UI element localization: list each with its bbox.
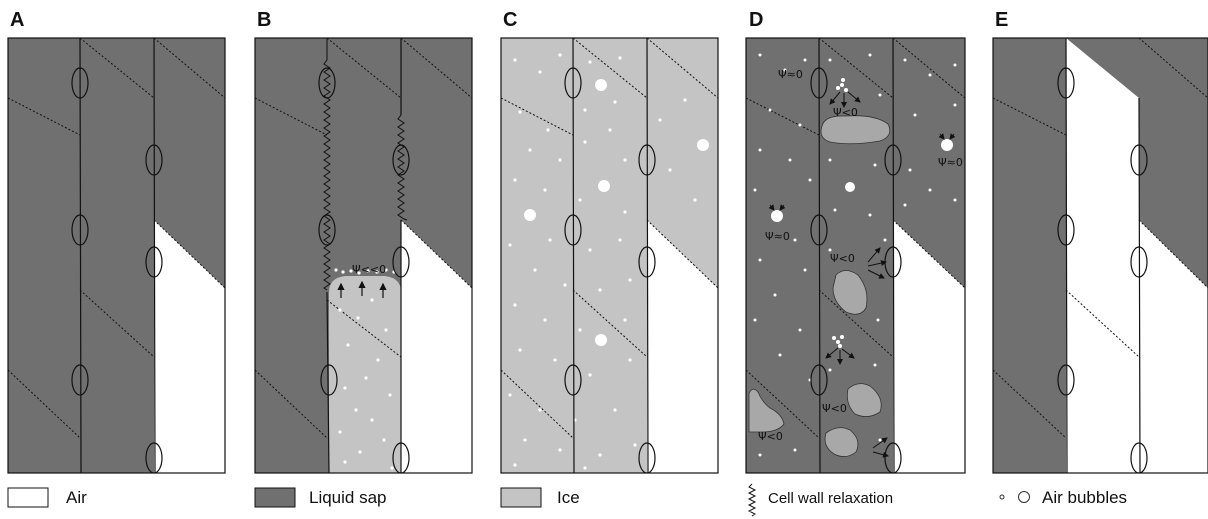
cell-walls	[818, 37, 895, 474]
pit-membrane-lines	[501, 38, 718, 439]
legend-item-bubbles: Air bubbles	[999, 488, 1127, 507]
air-region	[647, 220, 718, 473]
panel-label-c: C	[503, 9, 517, 31]
panel-label-a: A	[10, 9, 24, 31]
pressure-arrows	[768, 91, 956, 458]
panel-label-b: B	[257, 9, 271, 31]
cell-wall-relaxation-right	[397, 114, 408, 221]
air-sap-interface	[646, 219, 718, 289]
ice-swatch	[500, 487, 542, 508]
panel-label-d: D	[749, 9, 763, 31]
air-region	[401, 220, 472, 473]
panel-a: A	[7, 9, 226, 474]
pits	[318, 67, 410, 474]
panel-e: E	[992, 9, 1208, 474]
air-sap-interface	[892, 219, 965, 289]
pressure-label-bottom-left: Ψ<0	[758, 430, 783, 443]
legend-label-relax: Cell wall relaxation	[768, 490, 893, 507]
pressure-label-left: Ψ≈0	[765, 230, 790, 243]
air-swatch	[7, 487, 49, 508]
legend: Air Liquid sap Ice Cell wall relaxation …	[7, 483, 1127, 517]
air-sap-interface	[153, 219, 225, 289]
legend-item-sap: Liquid sap	[254, 487, 387, 508]
air-sap-interface	[400, 219, 472, 289]
pits	[564, 67, 656, 474]
ice-remnants	[748, 115, 891, 457]
pit-membrane-lines	[255, 38, 472, 439]
cell-walls	[572, 37, 649, 474]
legend-label-bubbles: Air bubbles	[1042, 488, 1127, 507]
vessel-outline	[992, 37, 1208, 474]
panel-b: B Ψ<<0	[254, 9, 473, 474]
legend-item-relax: Cell wall relaxation	[747, 483, 893, 517]
air-bubbles	[508, 53, 709, 470]
air-bubbles	[753, 53, 957, 457]
pit-membrane-lines	[993, 38, 1208, 439]
legend-item-air: Air	[7, 487, 87, 508]
legend-label-ice: Ice	[557, 488, 580, 507]
pressure-label-top-center: Ψ<0	[833, 106, 858, 119]
air-region	[154, 220, 225, 473]
legend-item-ice: Ice	[500, 487, 580, 508]
legend-label-sap: Liquid sap	[309, 488, 387, 507]
ice-growth-arrows	[337, 280, 387, 298]
pressure-label-lower: Ψ<0	[822, 402, 847, 415]
pits	[810, 67, 902, 474]
zigzag-icon	[747, 483, 757, 517]
pits	[1057, 67, 1148, 474]
vessel-outline	[254, 37, 473, 474]
pressure-label-mid: Ψ<0	[830, 252, 855, 265]
pressure-label-right: Ψ≈0	[938, 156, 963, 169]
panel-d: D	[745, 9, 966, 474]
large-bubble-icon	[1018, 491, 1030, 503]
cell-walls	[326, 38, 402, 474]
panel-c: C	[500, 9, 719, 474]
pressure-label: Ψ<<0	[352, 263, 386, 276]
liquid-sap-swatch	[254, 487, 296, 508]
small-bubble-icon	[999, 494, 1005, 500]
cell-walls	[1065, 37, 1141, 474]
air-sap-interface	[1138, 219, 1208, 289]
panel-label-e: E	[995, 9, 1008, 31]
cell-walls	[79, 37, 156, 474]
vessel-outline	[500, 37, 719, 474]
pit-membrane-lines	[746, 38, 965, 439]
ice-front	[329, 276, 401, 473]
legend-label-air: Air	[66, 488, 87, 507]
air-region	[1066, 38, 1208, 473]
pit-membrane-lines	[8, 38, 225, 439]
cell-wall-relaxation-left	[323, 38, 331, 291]
pressure-label-top-left: Ψ≈0	[778, 68, 803, 81]
pits	[71, 67, 163, 474]
vessel-outline	[745, 37, 966, 474]
vessel-outline	[7, 37, 226, 474]
air-region	[893, 220, 965, 473]
air-bubbles	[334, 268, 396, 470]
